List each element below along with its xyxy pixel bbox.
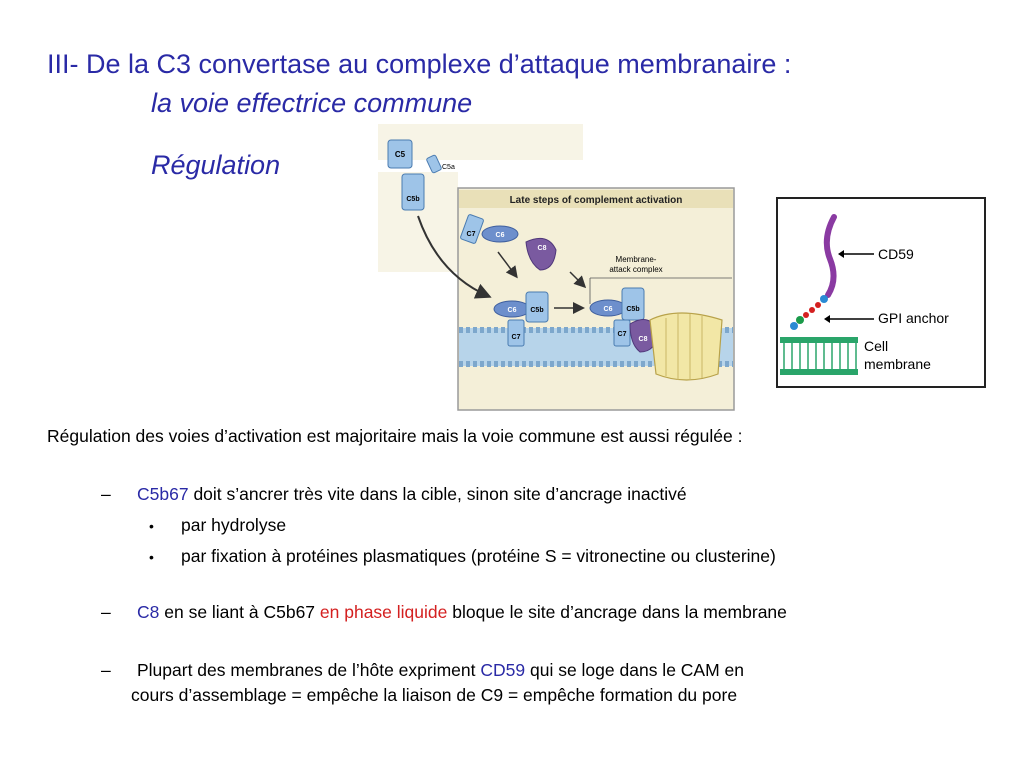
c5a-block: [426, 154, 442, 174]
cd59-figure: CD59 GPI anchor Cell membrane: [776, 197, 986, 388]
sub-item-1: par hydrolyse: [181, 515, 287, 535]
cd59-term: CD59: [480, 660, 526, 680]
intro-text: Régulation des voies d’activation est ma…: [47, 426, 743, 446]
sub-item-2: par fixation à protéines plasmatiques (p…: [181, 546, 776, 566]
svg-text:membrane: membrane: [864, 356, 931, 372]
svg-text:C8: C8: [639, 336, 648, 343]
diagram-header: Late steps of complement activation: [510, 195, 683, 206]
svg-text:Membrane-: Membrane-: [616, 255, 657, 264]
svg-text:C6: C6: [508, 307, 517, 314]
svg-text:C5: C5: [395, 150, 406, 159]
dash-2: –: [101, 602, 111, 622]
bullet-1: •: [149, 518, 154, 534]
c6-block: [481, 225, 519, 243]
cd59-label: CD59: [878, 246, 914, 262]
cell-membrane-label: Cell: [864, 338, 888, 354]
c5b-block: [401, 173, 425, 211]
c5-block: [387, 139, 413, 169]
svg-text:C6: C6: [604, 306, 613, 313]
slide-subtitle: la voie effectrice commune: [151, 88, 473, 118]
svg-text:C8: C8: [538, 245, 547, 252]
c8-block: [525, 237, 557, 271]
item-1: C5b67 doit s’ancrer très vite dans la ci…: [137, 484, 687, 504]
c5b67-term: C5b67: [137, 484, 189, 504]
svg-text:C5b: C5b: [406, 196, 419, 203]
svg-text:C7: C7: [467, 231, 476, 238]
svg-text:C5b: C5b: [530, 307, 543, 314]
item-3-continued: cours d’assemblage = empêche la liaison …: [131, 685, 738, 705]
svg-text:attack complex: attack complex: [609, 265, 662, 274]
slide-title: III- De la C3 convertase au complexe d’a…: [47, 49, 792, 79]
bullet-2: •: [149, 549, 154, 565]
svg-text:C7: C7: [618, 331, 627, 338]
gpi-anchor-label: GPI anchor: [878, 310, 949, 326]
complement-diagram: Late steps of complement activation C5 C…: [378, 124, 735, 411]
svg-text:C5a: C5a: [442, 164, 455, 171]
regulation-heading: Régulation: [151, 150, 281, 180]
svg-text:C7: C7: [512, 334, 521, 341]
c7-block: [460, 214, 484, 244]
mac-pore: [649, 312, 723, 381]
dash-3: –: [101, 660, 111, 680]
liquid-phase-term: en phase liquide: [319, 602, 448, 622]
item-2: C8 en se liant à C5b67 en phase liquide …: [137, 602, 787, 622]
svg-text:C5b: C5b: [626, 306, 639, 313]
item-3: Plupart des membranes de l’hôte exprimen…: [137, 660, 745, 680]
c8-term: C8: [137, 602, 160, 622]
svg-text:C6: C6: [496, 232, 505, 239]
dash-1: –: [101, 484, 111, 504]
